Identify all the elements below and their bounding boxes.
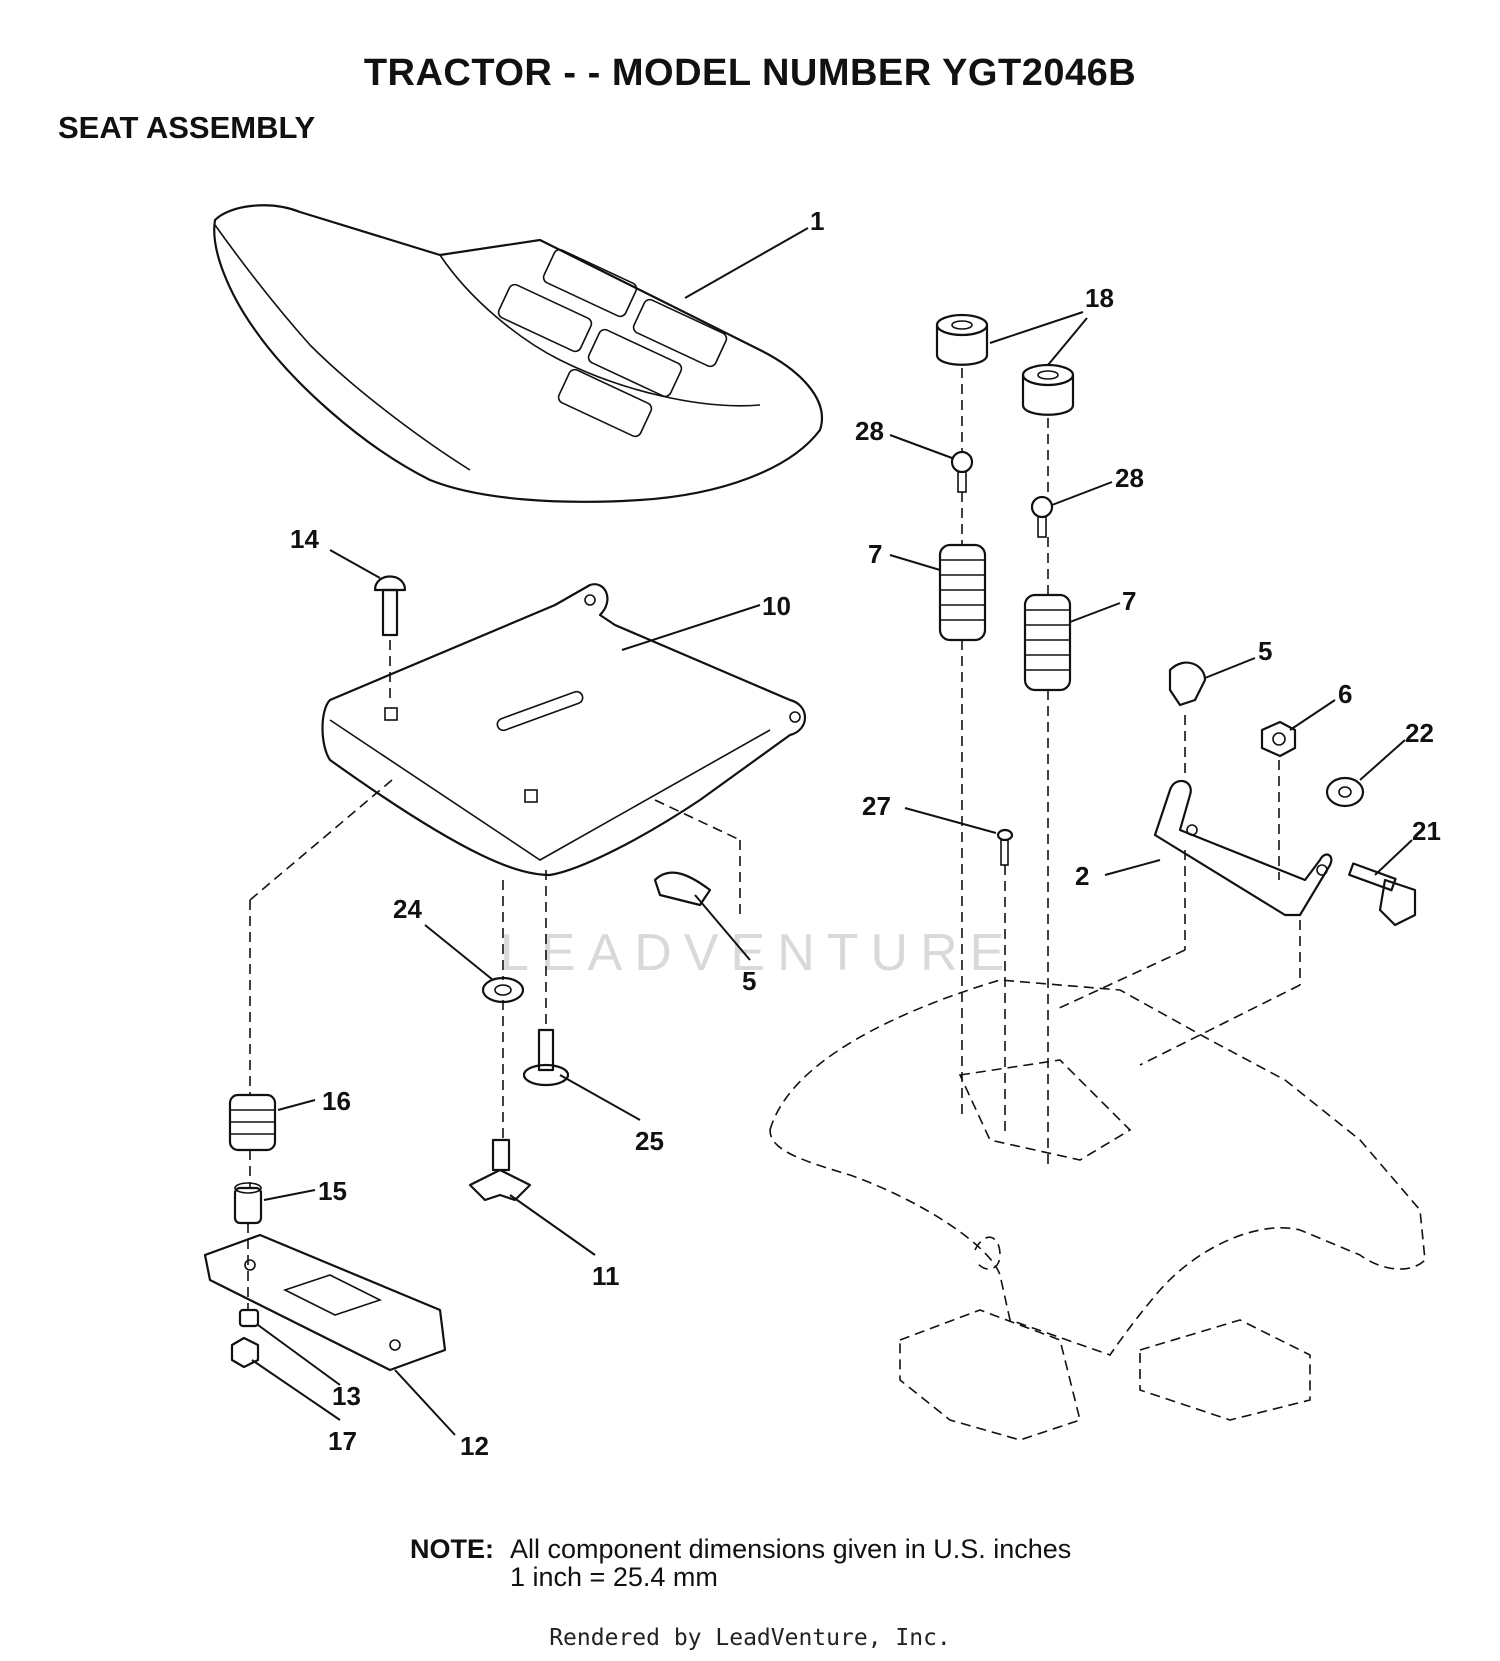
section-subtitle: SEAT ASSEMBLY — [58, 110, 316, 145]
callout-12: 12 — [460, 1431, 489, 1461]
note-label: NOTE: — [410, 1534, 494, 1564]
nut-part-17 — [230, 1336, 260, 1369]
callout-16: 16 — [322, 1086, 351, 1116]
pin-part-27 — [996, 828, 1014, 866]
note-line-1: All component dimensions given in U.S. i… — [510, 1534, 1072, 1564]
callout-13: 13 — [332, 1381, 361, 1411]
callout-11: 11 — [592, 1261, 620, 1291]
callout-17: 17 — [328, 1426, 357, 1456]
diagram-title: TRACTOR - - MODEL NUMBER YGT2046B — [363, 52, 1137, 94]
callout-1: 1 — [810, 206, 824, 236]
callout-22: 22 — [1405, 718, 1434, 748]
bolt-part-25 — [522, 1028, 570, 1087]
nut-part-6 — [1260, 720, 1297, 758]
screw-part-28 — [950, 450, 1054, 538]
callout-5-right: 5 — [1258, 636, 1272, 666]
clip-part-5 — [653, 661, 1207, 907]
bumper-part-18 — [935, 313, 1075, 416]
render-credit: Rendered by LeadVenture, Inc. — [549, 1625, 951, 1651]
spring-part-16 — [228, 1093, 277, 1152]
callout-14: 14 — [290, 524, 319, 554]
callout-25: 25 — [635, 1126, 664, 1156]
callout-labels: 1 18 28 28 7 7 14 10 5 6 22 27 2 21 24 5… — [290, 206, 1441, 1461]
watermark: LEADVENTURE — [500, 924, 1016, 982]
bracket-part-2 — [1153, 779, 1333, 917]
knob-part-11 — [468, 1138, 532, 1202]
leader-lines — [251, 227, 1413, 1436]
callout-21: 21 — [1412, 816, 1441, 846]
callout-2: 2 — [1075, 861, 1089, 891]
callout-28-left: 28 — [855, 416, 884, 446]
note-line-2: 1 inch = 25.4 mm — [510, 1562, 718, 1592]
note-text: All component dimensions given in U.S. i… — [510, 1535, 1071, 1591]
callout-28-right: 28 — [1115, 463, 1144, 493]
seat-pan-part-10 — [321, 583, 806, 877]
callout-24: 24 — [393, 894, 422, 924]
spacer-part-15 — [233, 1182, 263, 1225]
callout-27: 27 — [862, 791, 891, 821]
callout-15: 15 — [318, 1176, 347, 1206]
callout-18: 18 — [1085, 283, 1114, 313]
callout-7-left: 7 — [868, 539, 882, 569]
bolt-part-21 — [1348, 862, 1417, 927]
slide-plate-part-12 — [203, 1233, 447, 1372]
spacer-part-13 — [238, 1308, 260, 1328]
units-note: NOTE: All component dimensions given in U… — [410, 1535, 1071, 1591]
seat-part-1 — [213, 204, 823, 503]
tractor-frame-phantom — [769, 979, 1426, 1441]
callout-5-left: 5 — [742, 966, 756, 996]
callout-7-right: 7 — [1122, 586, 1136, 616]
carriage-bolt-part-14 — [373, 575, 407, 637]
callout-6: 6 — [1338, 679, 1352, 709]
callout-10: 10 — [762, 591, 791, 621]
alignment-lines — [247, 368, 1301, 1310]
spring-part-7 — [938, 543, 1072, 692]
washer-part-22 — [1325, 776, 1365, 808]
